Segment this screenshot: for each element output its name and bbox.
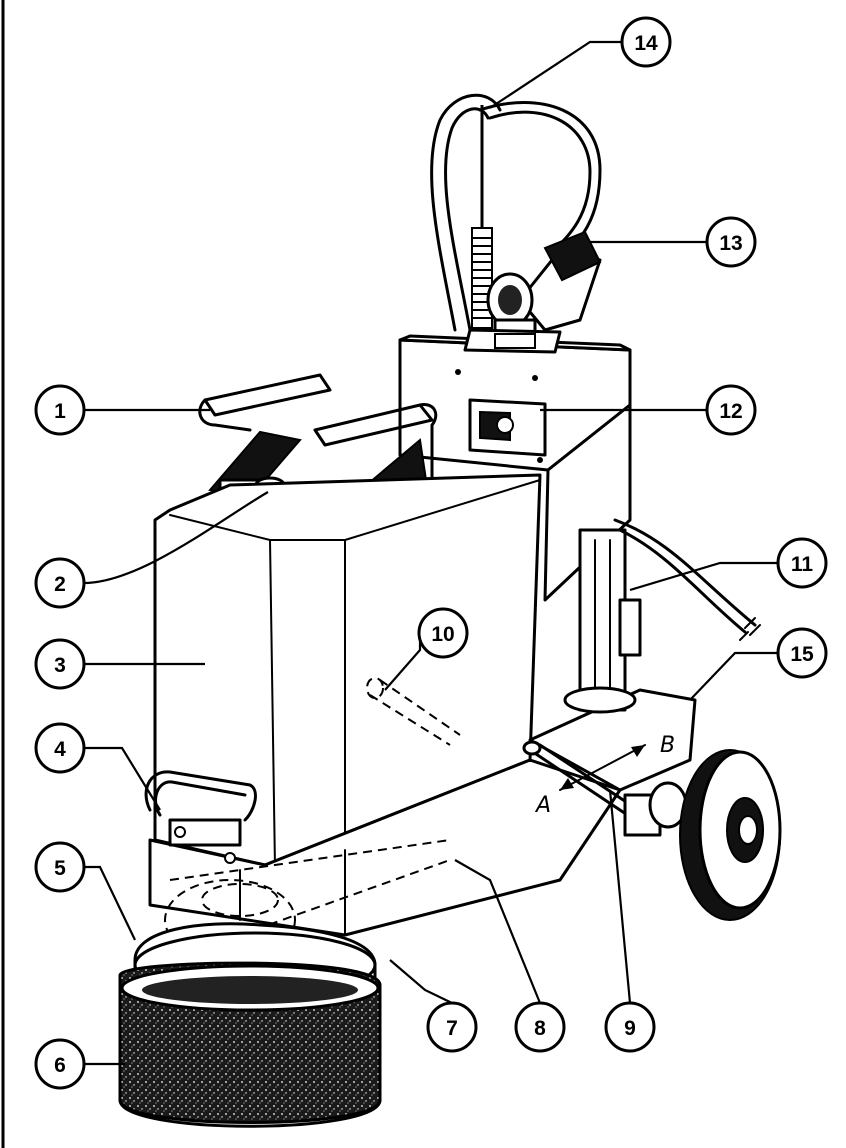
grinding-head bbox=[118, 922, 382, 1128]
chassis-frame bbox=[148, 688, 697, 937]
direction-label-b: B bbox=[660, 733, 675, 758]
callout-11: 11 bbox=[776, 537, 828, 589]
front-handle bbox=[144, 770, 257, 864]
callout-4: 4 bbox=[34, 722, 86, 774]
transport-wheel bbox=[623, 749, 782, 921]
callout-number: 12 bbox=[719, 400, 742, 423]
callout-number: 7 bbox=[446, 1017, 458, 1040]
callout-5: 5 bbox=[34, 841, 86, 893]
callout-1: 1 bbox=[34, 384, 86, 436]
callout-7: 7 bbox=[426, 1001, 478, 1053]
callout-8: 8 bbox=[514, 1001, 566, 1053]
direction-label-a: A bbox=[534, 793, 551, 818]
callouts: 1 2 3 4 5 6 7 8 bbox=[34, 16, 828, 1090]
leader-lines bbox=[83, 40, 778, 1066]
callout-number: 1 bbox=[54, 400, 66, 423]
callout-10: 10 bbox=[417, 607, 469, 659]
callout-3: 3 bbox=[34, 638, 86, 690]
callout-number: 15 bbox=[790, 643, 814, 666]
callout-13: 13 bbox=[705, 216, 757, 268]
callout-number: 5 bbox=[54, 857, 66, 880]
callout-number: 6 bbox=[54, 1054, 66, 1077]
direction-arrow: A B bbox=[534, 733, 675, 818]
callout-number: 3 bbox=[54, 654, 66, 677]
callout-15: 15 bbox=[776, 627, 828, 679]
callout-number: 13 bbox=[719, 232, 742, 255]
callout-6: 6 bbox=[34, 1038, 86, 1090]
callout-number: 11 bbox=[791, 553, 814, 576]
callout-number: 14 bbox=[634, 32, 658, 55]
callout-number: 10 bbox=[431, 623, 454, 646]
callout-number: 2 bbox=[54, 573, 66, 596]
callout-12: 12 bbox=[705, 384, 757, 436]
callout-14: 14 bbox=[620, 16, 672, 68]
main-switch bbox=[455, 369, 547, 463]
internal-key-dashed bbox=[366, 677, 461, 746]
callout-9: 9 bbox=[604, 1001, 656, 1053]
callout-number: 4 bbox=[54, 738, 66, 761]
callout-2: 2 bbox=[34, 557, 86, 609]
callout-number: 9 bbox=[624, 1017, 636, 1040]
callout-number: 8 bbox=[534, 1017, 546, 1040]
motor-unit bbox=[563, 518, 761, 714]
power-plug bbox=[486, 230, 602, 344]
